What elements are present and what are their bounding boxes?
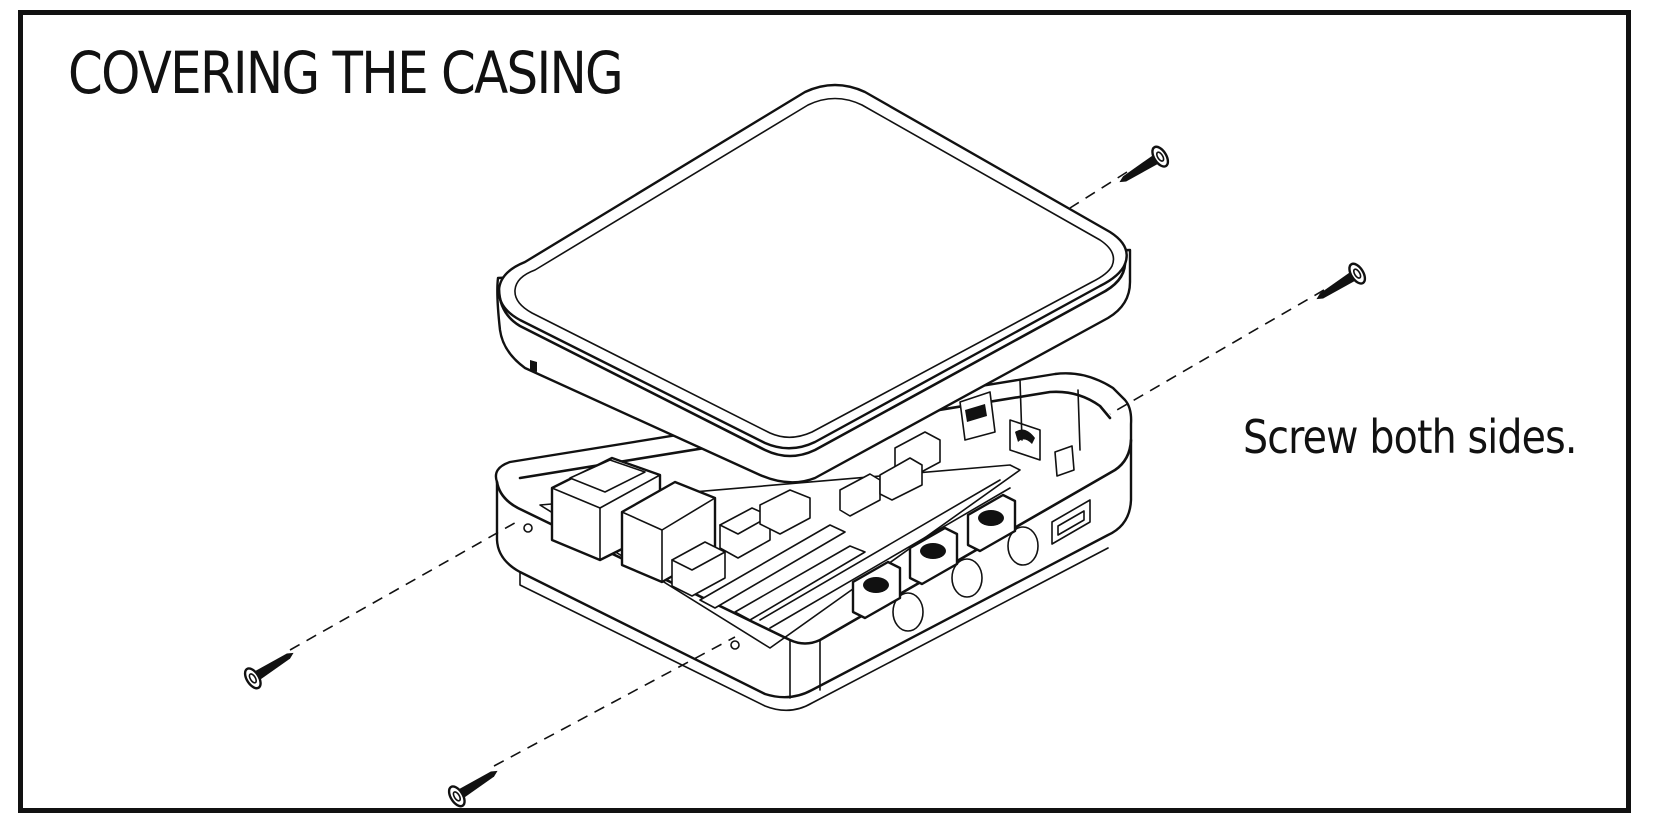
instruction-note: Screw both sides. — [1243, 410, 1577, 464]
screw-bottom-left-upper — [243, 652, 294, 690]
casing-base — [494, 372, 1133, 712]
cable-clamps — [851, 493, 1017, 620]
diagram-title: COVERING THE CASING — [68, 39, 624, 107]
screw-bottom-left-lower — [447, 770, 498, 808]
screw-top-right-upper — [1119, 145, 1170, 183]
screw-top-right-lower — [1316, 262, 1367, 300]
casing-lid — [496, 83, 1132, 484]
screw-guide-lines — [289, 171, 1325, 767]
